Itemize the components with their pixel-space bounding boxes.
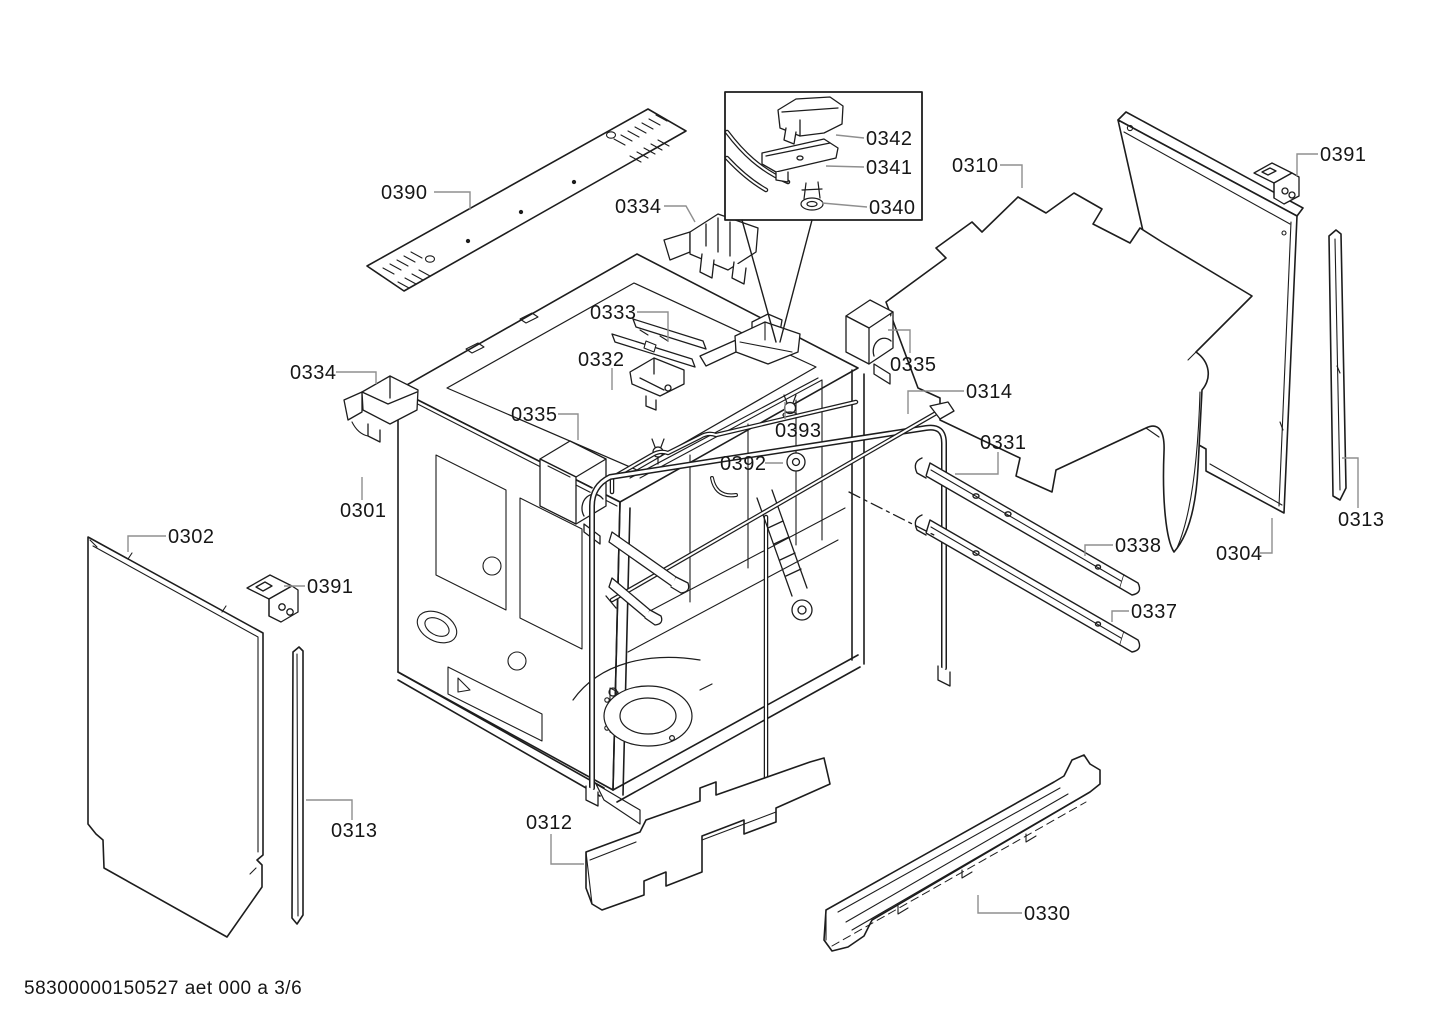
rail-0337 — [914, 514, 1141, 653]
rails-inside-tub — [608, 531, 690, 626]
part-0340 — [800, 181, 824, 211]
part-label-0341: 0341 — [866, 157, 913, 179]
part-label-0312: 0312 — [526, 812, 573, 834]
alignment-dash-line — [848, 491, 937, 537]
base-insulation-0312 — [585, 757, 831, 911]
bracket-0332 — [629, 357, 685, 411]
base-channel-0330 — [823, 754, 1101, 952]
part-label-0330: 0330 — [1024, 903, 1071, 925]
trim-strip-0313-left — [291, 646, 304, 925]
damper-0335-left — [539, 440, 607, 545]
rail-0314 — [605, 401, 955, 609]
part-label-0331: 0331 — [980, 432, 1027, 454]
part-label-0393: 0393 — [775, 420, 822, 442]
part-label-0304: 0304 — [1216, 543, 1263, 565]
part-label-0334-top: 0334 — [615, 196, 662, 218]
damper-0335-right — [845, 299, 894, 385]
part-label-0391-left: 0391 — [307, 576, 354, 598]
slats-0333 — [611, 318, 707, 368]
rail-0338 — [914, 457, 1141, 596]
part-label-0337: 0337 — [1131, 601, 1178, 623]
part-label-0392: 0392 — [720, 453, 767, 475]
vent-strip-0390 — [366, 108, 687, 292]
part-label-0390: 0390 — [381, 182, 428, 204]
bracket-0334-left — [343, 375, 419, 443]
part-label-0342: 0342 — [866, 128, 913, 150]
part-label-0335-right: 0335 — [890, 354, 937, 376]
part-0342 — [777, 96, 844, 145]
leader-lines — [127, 134, 1359, 914]
part-label-0314: 0314 — [966, 381, 1013, 403]
part-label-0334-left: 0334 — [290, 362, 337, 384]
door-panel-0302 — [87, 536, 264, 938]
insulation-blanket-0310 — [885, 192, 1253, 553]
part-label-0333: 0333 — [590, 302, 637, 324]
part-label-0313-right: 0313 — [1338, 509, 1385, 531]
part-label-0310: 0310 — [952, 155, 999, 177]
frame-0331 — [585, 424, 951, 807]
part-0341 — [761, 138, 839, 183]
part-label-0332: 0332 — [578, 349, 625, 371]
part-label-0340: 0340 — [869, 197, 916, 219]
part-label-0313-left: 0313 — [331, 820, 378, 842]
part-label-0302: 0302 — [168, 526, 215, 548]
part-label-0301: 0301 — [340, 500, 387, 522]
part-label-0335-left: 0335 — [511, 404, 558, 426]
part-label-0338: 0338 — [1115, 535, 1162, 557]
trim-strip-0313-right — [1328, 229, 1347, 501]
water-tube — [609, 399, 859, 498]
bracket-0391-right — [1253, 162, 1300, 205]
corner-bracket-0341-mounted — [699, 313, 801, 367]
bracket-0391-left — [246, 574, 299, 623]
fill-hose-0392 — [756, 452, 813, 621]
part-label-0391-right: 0391 — [1320, 144, 1367, 166]
document-code: 58300000150527 aet 000 a 3/6 — [24, 978, 303, 999]
bracket-0334-top — [663, 213, 759, 285]
inset-detail-box — [724, 91, 923, 343]
